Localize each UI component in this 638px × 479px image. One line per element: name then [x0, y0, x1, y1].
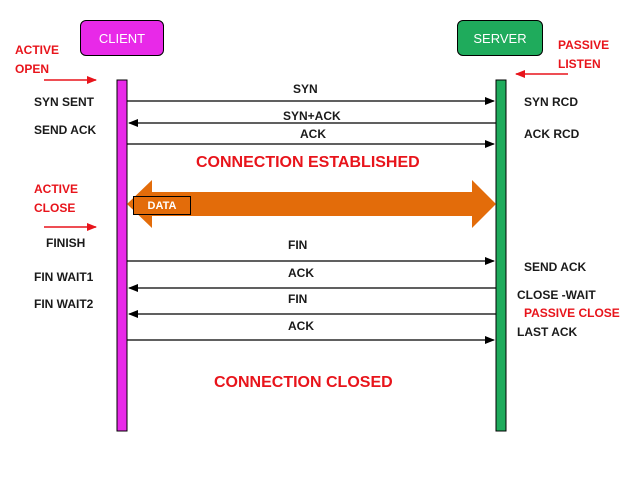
client-box: CLIENT — [80, 20, 164, 56]
connection-established-title: CONNECTION ESTABLISHED — [196, 154, 420, 171]
fin-wait1-state: FIN WAIT1 — [34, 270, 94, 284]
fin2-label: FIN — [288, 292, 308, 306]
server-label: SERVER — [473, 30, 527, 46]
ack3-label: ACK — [288, 319, 314, 333]
close-wait-state: CLOSE -WAIT — [517, 288, 596, 302]
data-double-arrow — [127, 180, 496, 228]
data-label: DATA — [147, 199, 177, 212]
ack2-label: ACK — [288, 266, 314, 280]
fin1-label: FIN — [288, 238, 308, 252]
connection-closed-title: CONNECTION CLOSED — [214, 374, 393, 391]
last-ack-state: LAST ACK — [517, 325, 578, 339]
active-close-label: ACTIVE CLOSE — [34, 182, 79, 215]
passive-listen-label: PASSIVE LISTEN — [558, 38, 610, 71]
ack-rcd-state: ACK RCD — [524, 127, 580, 141]
syn-rcd-state: SYN RCD — [524, 95, 579, 109]
ack1-label: ACK — [300, 127, 326, 141]
fin-wait2-state: FIN WAIT2 — [34, 297, 94, 311]
syn-sent-state: SYN SENT — [34, 95, 95, 109]
syn-label: SYN — [293, 82, 318, 96]
send-ack-state: SEND ACK — [34, 123, 97, 137]
client-lifeline — [116, 79, 128, 432]
data-label-box: DATA — [133, 196, 191, 215]
syn-ack-label: SYN+ACK — [283, 109, 341, 123]
finish-state: FINISH — [46, 236, 86, 250]
client-label: CLIENT — [98, 30, 146, 46]
server-box: SERVER — [457, 20, 543, 56]
active-open-label: ACTIVE OPEN — [15, 43, 60, 76]
passive-close-label: PASSIVE CLOSE — [524, 306, 620, 320]
send-ack-server-state: SEND ACK — [524, 260, 587, 274]
server-lifeline — [495, 79, 507, 432]
